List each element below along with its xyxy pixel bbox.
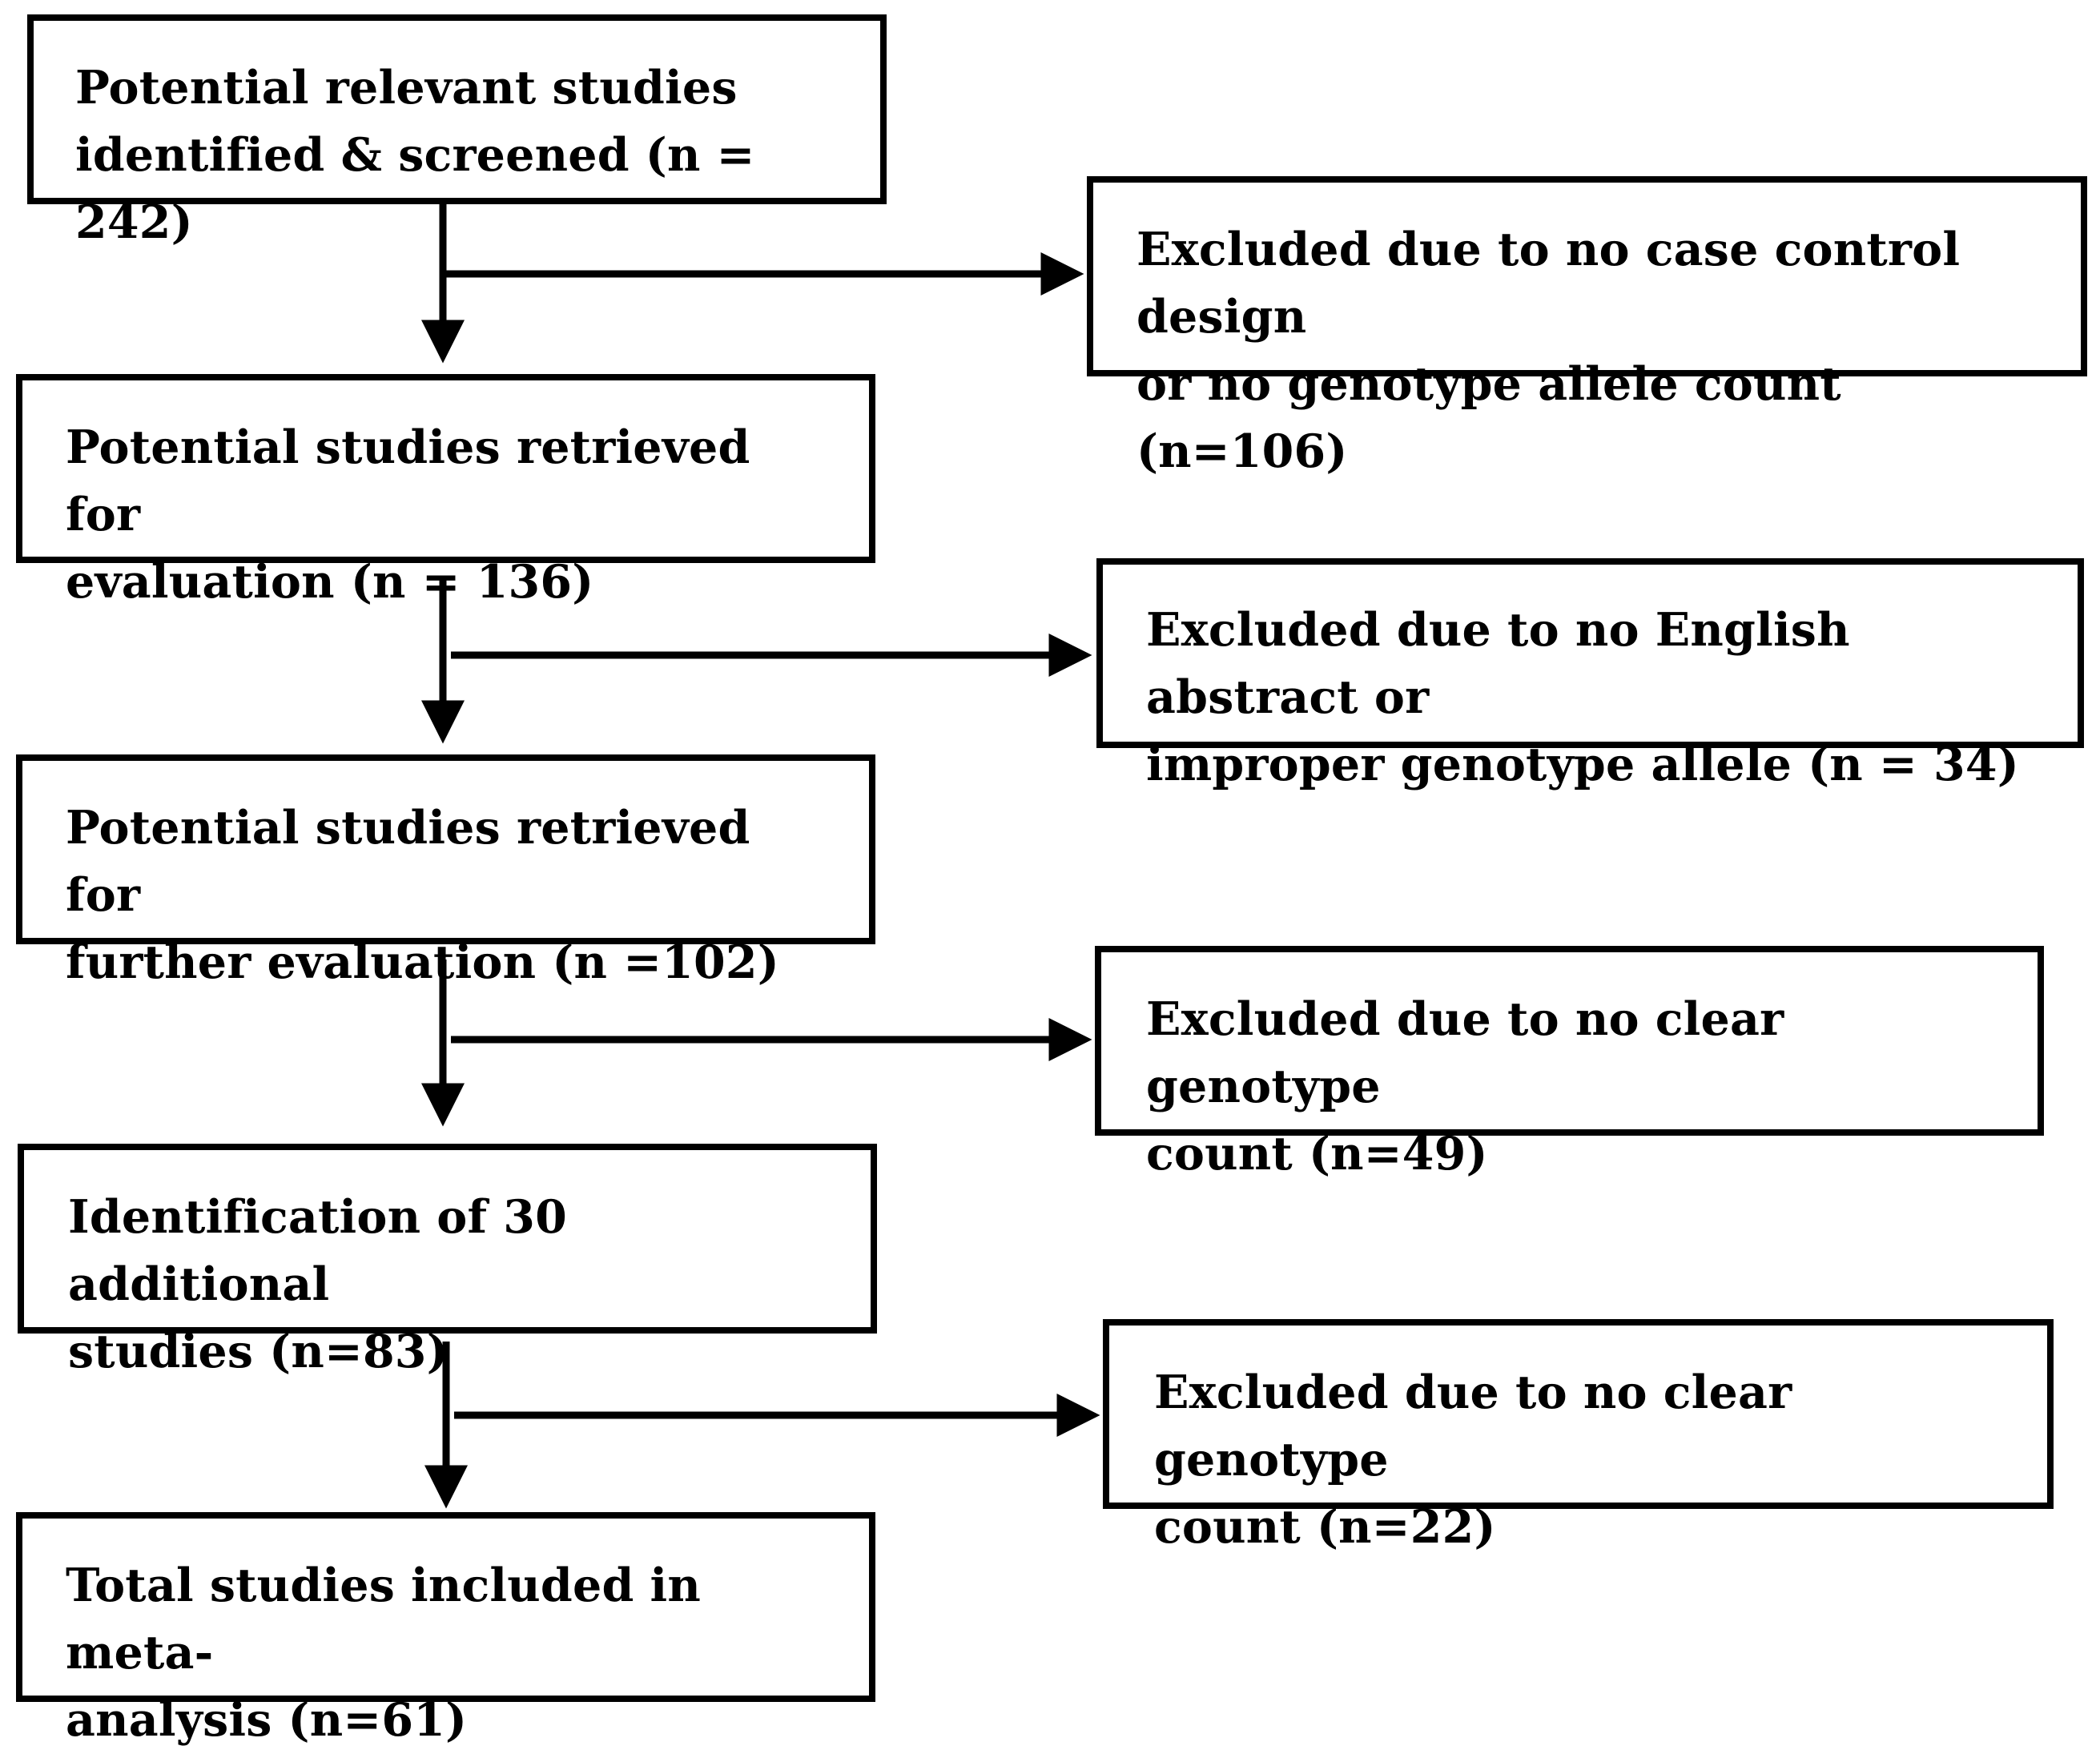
exclusion-box-3: Excluded due to no clear genotype count … (1095, 946, 2044, 1181)
step-box-3: Potential studies retrieved for further … (16, 754, 875, 989)
step-box-2: Potential studies retrieved for evaluati… (16, 374, 875, 609)
step-box-final: Total studies included in meta- analysis… (16, 1512, 875, 1747)
flow-diagram: Potential relevant studies identified & … (16, 14, 2087, 1747)
exclusion-box-4: Excluded due to no clear genotype count … (1103, 1319, 2054, 1554)
step-box-1: Potential relevant studies identified & … (27, 14, 887, 249)
exclusion-box-1: Excluded due to no case control design o… (1087, 176, 2087, 478)
flow-connectors (421, 204, 1100, 1509)
step-box-4: Identification of 30 additional studies … (18, 1144, 877, 1378)
exclusion-box-2: Excluded due to no English abstract or i… (1096, 558, 2084, 791)
